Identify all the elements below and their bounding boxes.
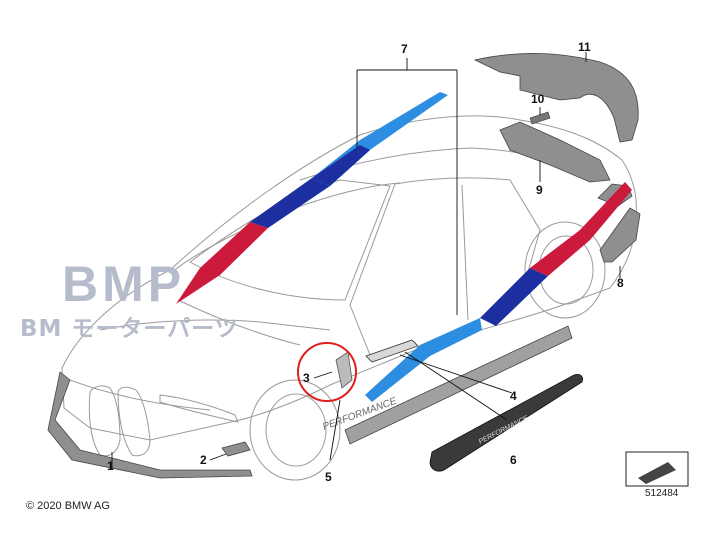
reference-symbol [625, 451, 689, 487]
callout-6: 6 [510, 453, 517, 467]
rear-diffuser [599, 207, 641, 263]
highlight-circle [297, 342, 357, 402]
front-lip-spoiler [47, 371, 253, 479]
side-emblem [365, 339, 419, 363]
trunk-lid-part [499, 121, 611, 183]
callout-5: 5 [325, 470, 332, 484]
watermark-subtitle: BM モーターパーツ [20, 316, 239, 342]
callout-3: 3 [303, 371, 310, 385]
side-stripe-decal [365, 182, 632, 402]
spoiler-bracket [529, 111, 551, 125]
callout-1: 1 [107, 459, 114, 473]
watermark-logo: BMP [62, 256, 186, 312]
front-flick [221, 441, 251, 457]
callout-2: 2 [200, 453, 207, 467]
leader-lines [111, 52, 621, 470]
callout-7: 7 [401, 42, 408, 56]
mirror-badge [335, 351, 353, 389]
copyright-text: © 2020 BMW AG [26, 500, 110, 512]
callout-10: 10 [531, 92, 545, 106]
roof-stripe-decal [176, 92, 448, 304]
callout-4: 4 [510, 389, 517, 403]
callout-8: 8 [617, 276, 624, 290]
side-skirt [344, 325, 573, 445]
reference-code: 512484 [645, 488, 679, 499]
rear-wing [473, 53, 639, 143]
callout-11: 11 [578, 40, 591, 54]
callout-9: 9 [536, 183, 543, 197]
door-sill-plate [429, 374, 583, 472]
